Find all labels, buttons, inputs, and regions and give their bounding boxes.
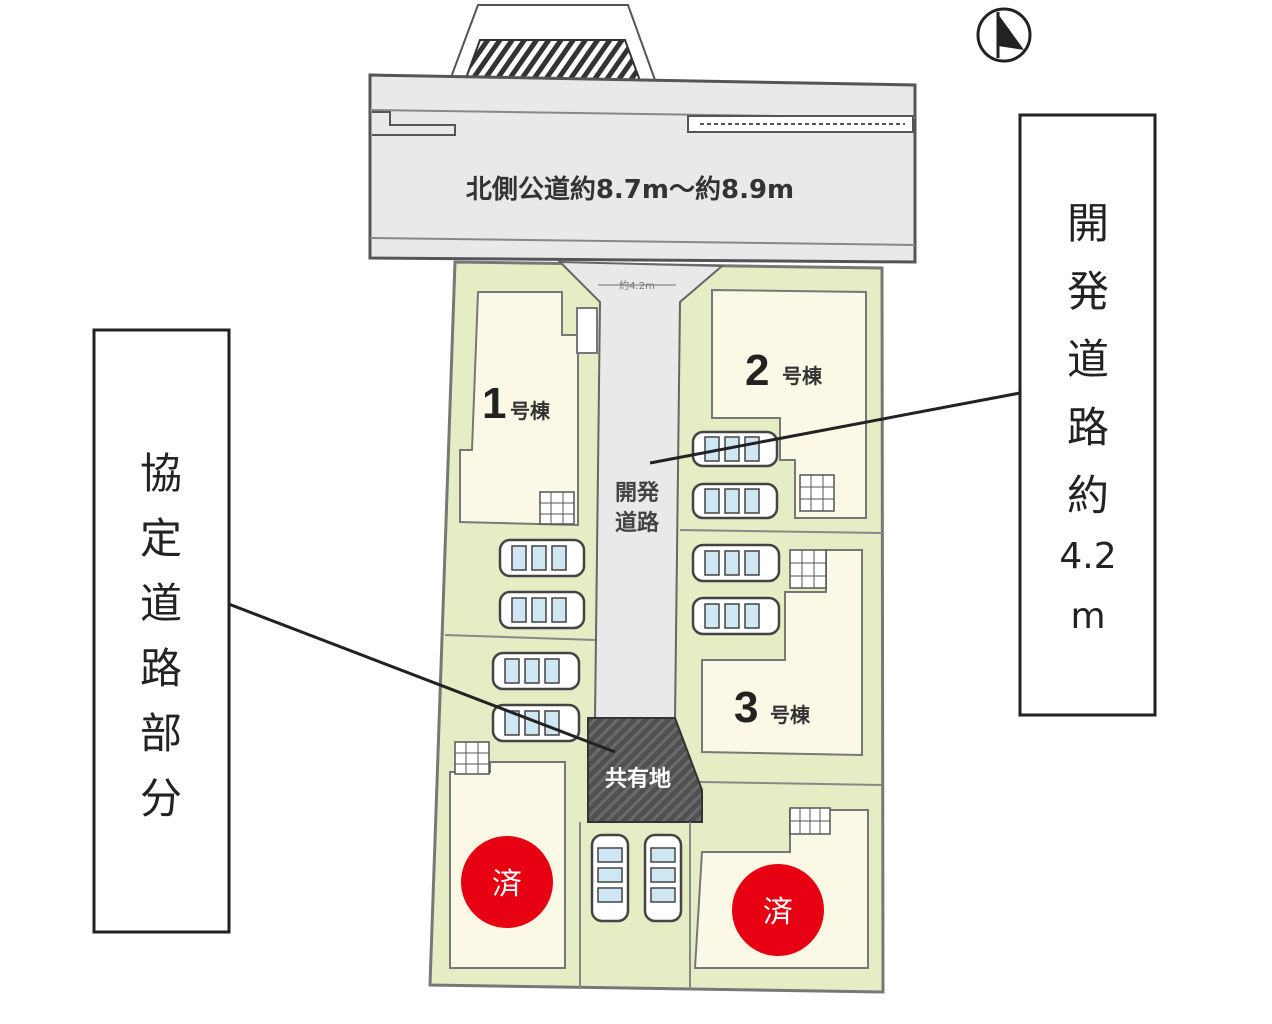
callout-left-char-1: 協 (140, 449, 182, 498)
north-arrow-icon (976, 7, 1032, 63)
callout-right-char-4: 路 (1067, 403, 1109, 452)
callout-left-char-5: 部 (140, 709, 182, 758)
sold-marker-right: 済 (732, 864, 824, 956)
car-windows (504, 436, 760, 903)
leader-line-left (212, 596, 616, 754)
house-2-number: 2 (745, 346, 769, 395)
callout-left-char-3: 道 (140, 579, 182, 628)
dev-road-label-1: 開発 (615, 481, 660, 506)
callout-right-char-5: 約 (1067, 471, 1109, 520)
building-2: 2 号棟 (711, 288, 867, 519)
callout-right-char-7: m (1070, 596, 1105, 637)
callout-left-char-4: 路 (140, 644, 182, 693)
callout-left-char-6: 分 (140, 774, 182, 823)
callout-right-char-2: 発 (1067, 267, 1109, 316)
sold-label-left: 済 (492, 867, 522, 902)
utility-box-grid (455, 475, 834, 834)
dev-road-label-2: 道路 (615, 510, 660, 536)
sold-label-right: 済 (763, 895, 793, 930)
common-area-label: 共有地 (605, 766, 671, 792)
callout-development-road: 開 発 道 路 約 4.2 m (1018, 113, 1157, 717)
common-area: 共有地 (587, 717, 703, 823)
callout-left-char-2: 定 (140, 514, 182, 563)
house-2-suffix: 号棟 (782, 364, 823, 388)
callout-agreement-road: 協 定 道 路 部 分 (92, 328, 231, 934)
callout-right-char-3: 道 (1067, 335, 1109, 384)
house-3-suffix: 号棟 (770, 703, 811, 727)
north-road-label: 北側公道約8.7m～約8.9m (466, 174, 794, 205)
house-1-number: 1 (482, 379, 506, 428)
lot-dividers (444, 529, 883, 990)
road-width-marker: 約4.2m (619, 279, 655, 292)
house-3-number: 3 (734, 683, 758, 732)
north-public-road: 北側公道約8.7m～約8.9m (368, 73, 917, 264)
house-1-suffix: 号棟 (510, 399, 551, 423)
callout-right-char-6: 4.2 (1059, 536, 1116, 577)
sold-marker-left: 済 (461, 836, 553, 928)
building-3: 3 号棟 (701, 549, 863, 757)
leader-line-right (649, 391, 1021, 465)
building-1: 1 号棟 (459, 291, 598, 527)
callout-right-char-1: 開 (1067, 199, 1109, 248)
